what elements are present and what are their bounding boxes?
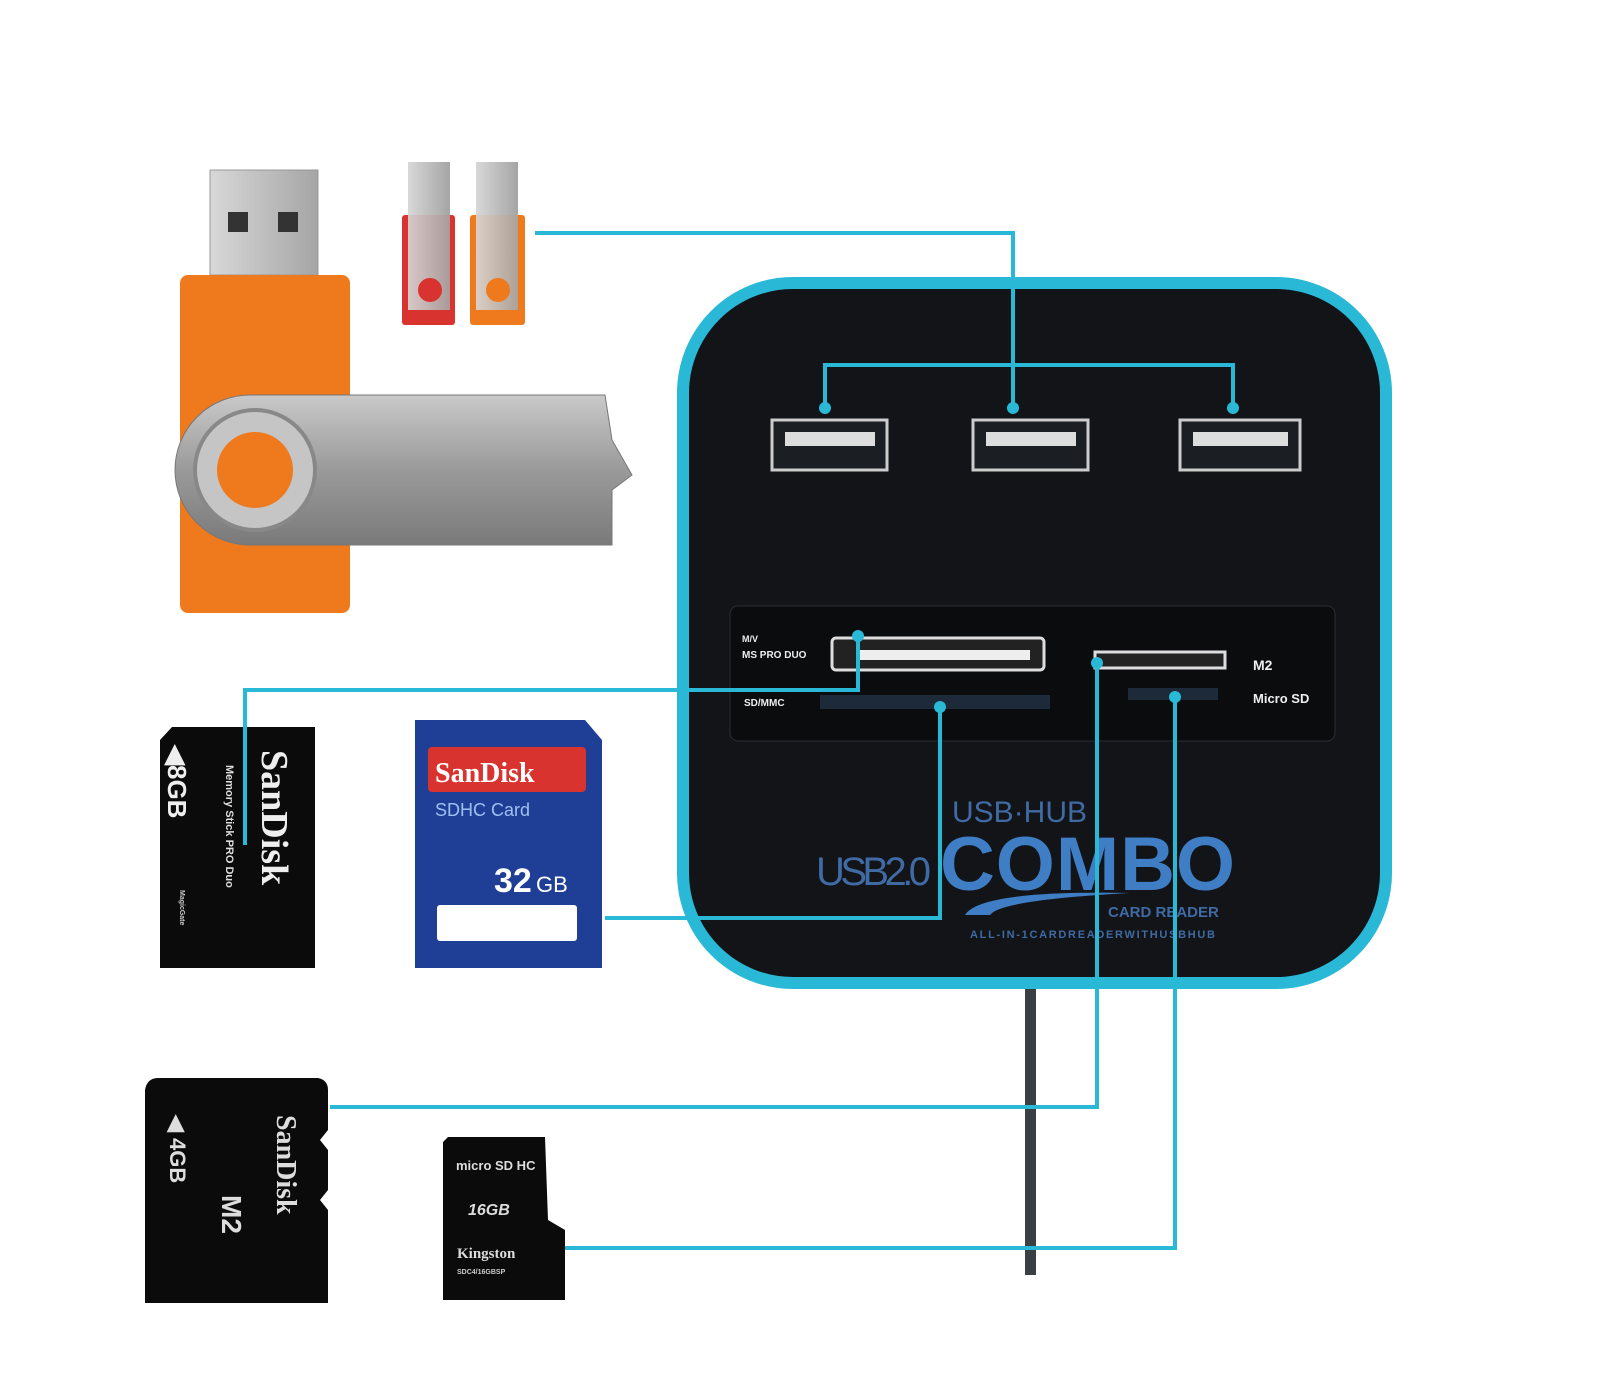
usb-flash-drive-orange xyxy=(470,162,525,325)
card-slot-panel xyxy=(729,605,1336,742)
sd-slot xyxy=(820,695,1050,709)
usb-port xyxy=(1178,418,1302,472)
sd-brand: SanDisk xyxy=(435,758,535,789)
microsd-code: SDC4/16GBSP xyxy=(457,1269,506,1276)
usb-hub-device: M/V MS PRO DUO SD/MMC M2 Micro SD USB·HU… xyxy=(677,277,1392,989)
microsd-card: micro SD HC 16GB Kingston SDC4/16GBSP xyxy=(443,1137,565,1300)
sd-mmc-label: SD/MMC xyxy=(744,698,785,709)
usb-flash-drive-red xyxy=(402,162,455,325)
usb-port xyxy=(770,418,889,472)
m2-label: M2 xyxy=(1253,657,1273,673)
line-ms xyxy=(243,636,860,845)
line-microsd xyxy=(565,697,1177,1250)
line-usb-split xyxy=(823,363,1235,408)
tagline-text: ALL-IN-1CARDREADERWITHUSBHUB xyxy=(970,929,1215,941)
line-m2 xyxy=(330,663,1099,1109)
usb-port xyxy=(971,418,1090,472)
ms-magicgate: MagicGate xyxy=(178,890,185,926)
microsd-label: Micro SD xyxy=(1253,691,1309,706)
line-usb xyxy=(535,231,1015,408)
card-reader-text: CARD READER xyxy=(1108,904,1219,921)
sd-capacity-unit: GB xyxy=(536,872,568,897)
memory-stick-m2: ◀ 4GB M2 SanDisk xyxy=(145,1078,328,1303)
sd-type: SDHC Card xyxy=(435,800,530,820)
m2-type: M2 xyxy=(216,1195,247,1234)
microsd-capacity: 16GB xyxy=(468,1202,510,1219)
usb-cable xyxy=(1025,985,1036,1275)
ms-type: Memory Stick PRO Duo xyxy=(223,765,235,888)
line-sd xyxy=(605,707,942,920)
microsd-brand: Kingston xyxy=(457,1246,516,1262)
ms-capacity: ◀8GB xyxy=(162,744,192,818)
connector-lines xyxy=(243,231,1235,1250)
microsd-logo: micro SD HC xyxy=(456,1158,536,1173)
memory-stick-pro-duo: ◀8GB Memory Stick PRO Duo SanDisk MagicG… xyxy=(160,727,315,968)
usb-flash-drive-large xyxy=(174,169,633,613)
connector-dots xyxy=(819,402,1239,713)
m2-brand: SanDisk xyxy=(270,1115,301,1215)
m2-capacity: ◀ 4GB xyxy=(165,1114,190,1183)
usb-hub-text: USB·HUB xyxy=(952,796,1087,829)
m2-slot xyxy=(1093,650,1227,670)
sd-capacity: 32 xyxy=(494,862,532,900)
ms-label-mv: M/V xyxy=(742,634,758,644)
usb-version-text: USB2.0 xyxy=(816,850,931,894)
sdhc-card: SanDisk SDHC Card 32 GB xyxy=(415,720,602,968)
ms-pro-duo-label: MS PRO DUO xyxy=(742,650,807,661)
ms-brand: SanDisk xyxy=(253,750,295,886)
